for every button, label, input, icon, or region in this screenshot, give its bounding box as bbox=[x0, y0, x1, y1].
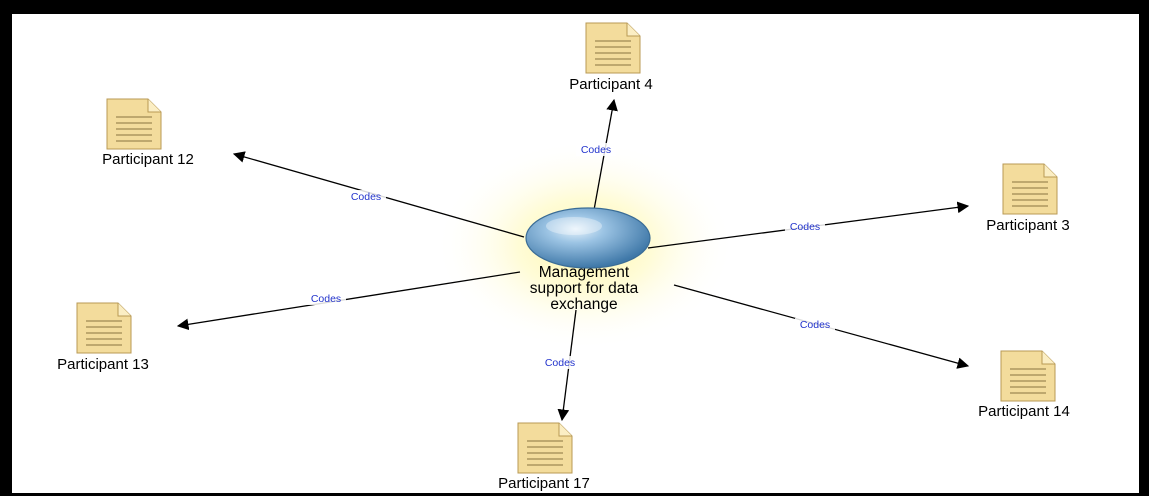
participant-label: Participant 12 bbox=[102, 151, 194, 168]
document-icon bbox=[585, 22, 641, 74]
center-label-line-1: Management bbox=[539, 264, 630, 281]
participant-node-p12[interactable]: Participant 12 bbox=[102, 98, 194, 168]
participant-label: Participant 4 bbox=[569, 76, 652, 93]
edge-label-p3: Codes bbox=[790, 221, 820, 233]
document-icon bbox=[106, 98, 162, 150]
document-icon bbox=[1000, 350, 1056, 402]
center-sphere-icon bbox=[525, 207, 651, 269]
edge-label-p14: Codes bbox=[800, 319, 830, 331]
participant-label: Participant 14 bbox=[978, 403, 1070, 420]
edge-label-p12: Codes bbox=[351, 191, 381, 203]
participant-node-p13[interactable]: Participant 13 bbox=[57, 302, 149, 373]
participant-node-p4[interactable]: Participant 4 bbox=[569, 22, 653, 93]
participant-node-p3[interactable]: Participant 3 bbox=[986, 163, 1070, 234]
document-icon bbox=[517, 422, 573, 474]
participant-label: Participant 13 bbox=[57, 356, 149, 373]
center-node[interactable]: Management support for data exchange bbox=[525, 207, 651, 313]
document-icon bbox=[1002, 163, 1058, 215]
document-icon bbox=[76, 302, 132, 354]
participant-label: Participant 3 bbox=[986, 217, 1069, 234]
participant-label: Participant 17 bbox=[498, 475, 590, 492]
edge-label-p13: Codes bbox=[311, 293, 341, 305]
edge-p13 bbox=[176, 271, 521, 331]
edge-label-p17: Codes bbox=[545, 357, 575, 369]
center-label-line-2: support for data bbox=[530, 280, 639, 297]
edge-labels: Codes Codes Codes Codes Codes Codes bbox=[306, 143, 835, 369]
center-label-line-3: exchange bbox=[550, 296, 617, 313]
participant-node-p14[interactable]: Participant 14 bbox=[978, 350, 1070, 420]
participant-node-p17[interactable]: Participant 17 bbox=[498, 422, 590, 492]
edge-label-p4: Codes bbox=[581, 144, 611, 156]
